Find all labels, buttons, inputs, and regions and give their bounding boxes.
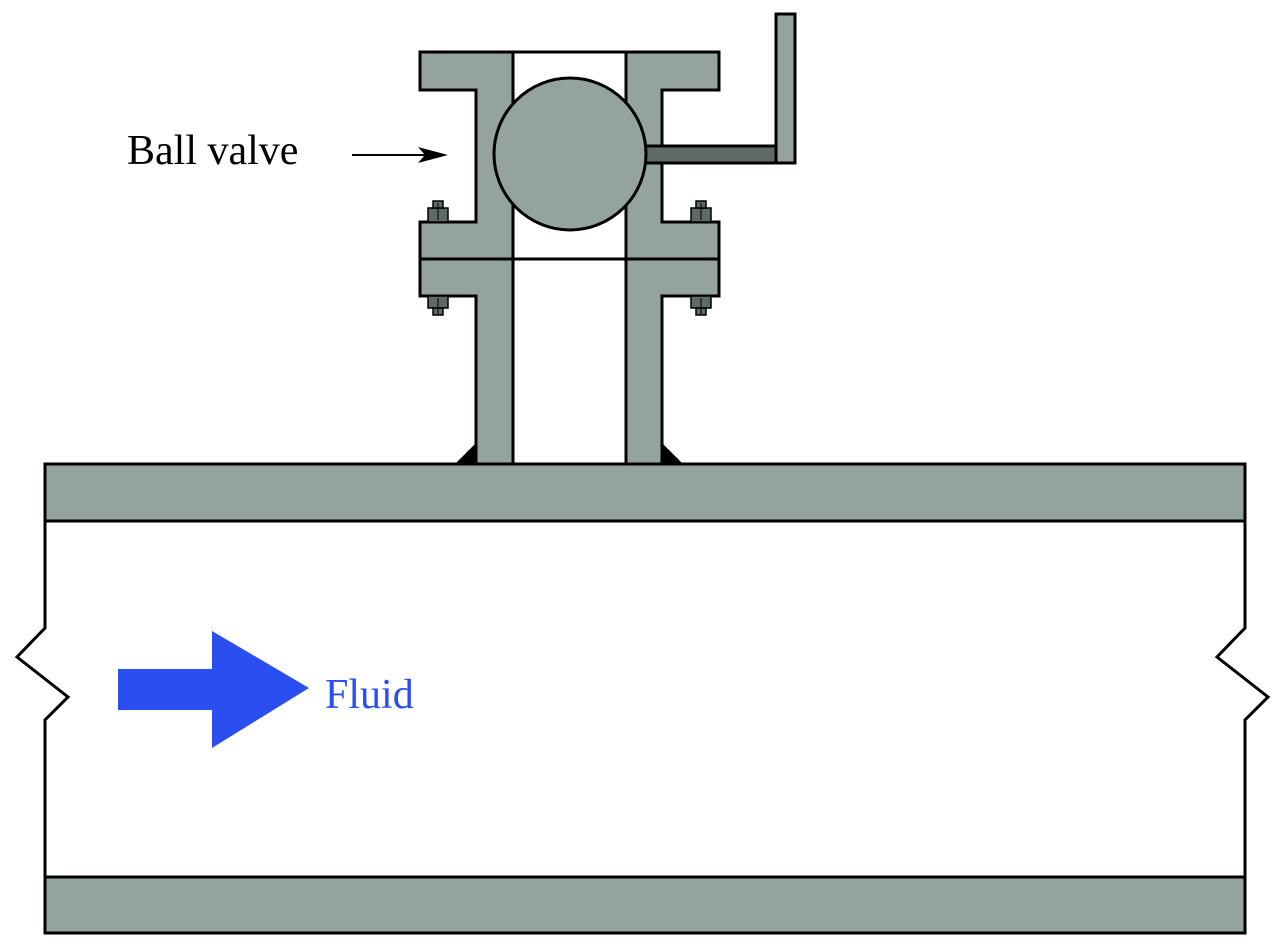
valve-ball [492,76,648,232]
bolt-top-right [690,200,712,223]
bolt-bottom-left [427,295,449,316]
nozzle-left-wall [418,257,515,466]
pipe-bottom-wall [43,875,1247,935]
pipe-break-right [1214,521,1271,877]
weld-right [662,443,683,464]
fluid-label: Fluid [325,672,414,718]
pipe-break-left [14,521,71,877]
bolt-top-left [427,200,449,223]
valve-stem [638,144,779,165]
ball-valve-pointer-arrowhead [418,147,448,163]
valve-body-right [624,50,721,261]
nozzle-right-wall [624,257,721,466]
bolt-bottom-right [690,295,712,316]
ball-valve-label: Ball valve [127,128,298,174]
weld-left [455,443,476,464]
fluid-flow-arrow [118,631,309,748]
pipe-top-wall [43,462,1247,523]
valve-handle-lever [774,12,797,165]
